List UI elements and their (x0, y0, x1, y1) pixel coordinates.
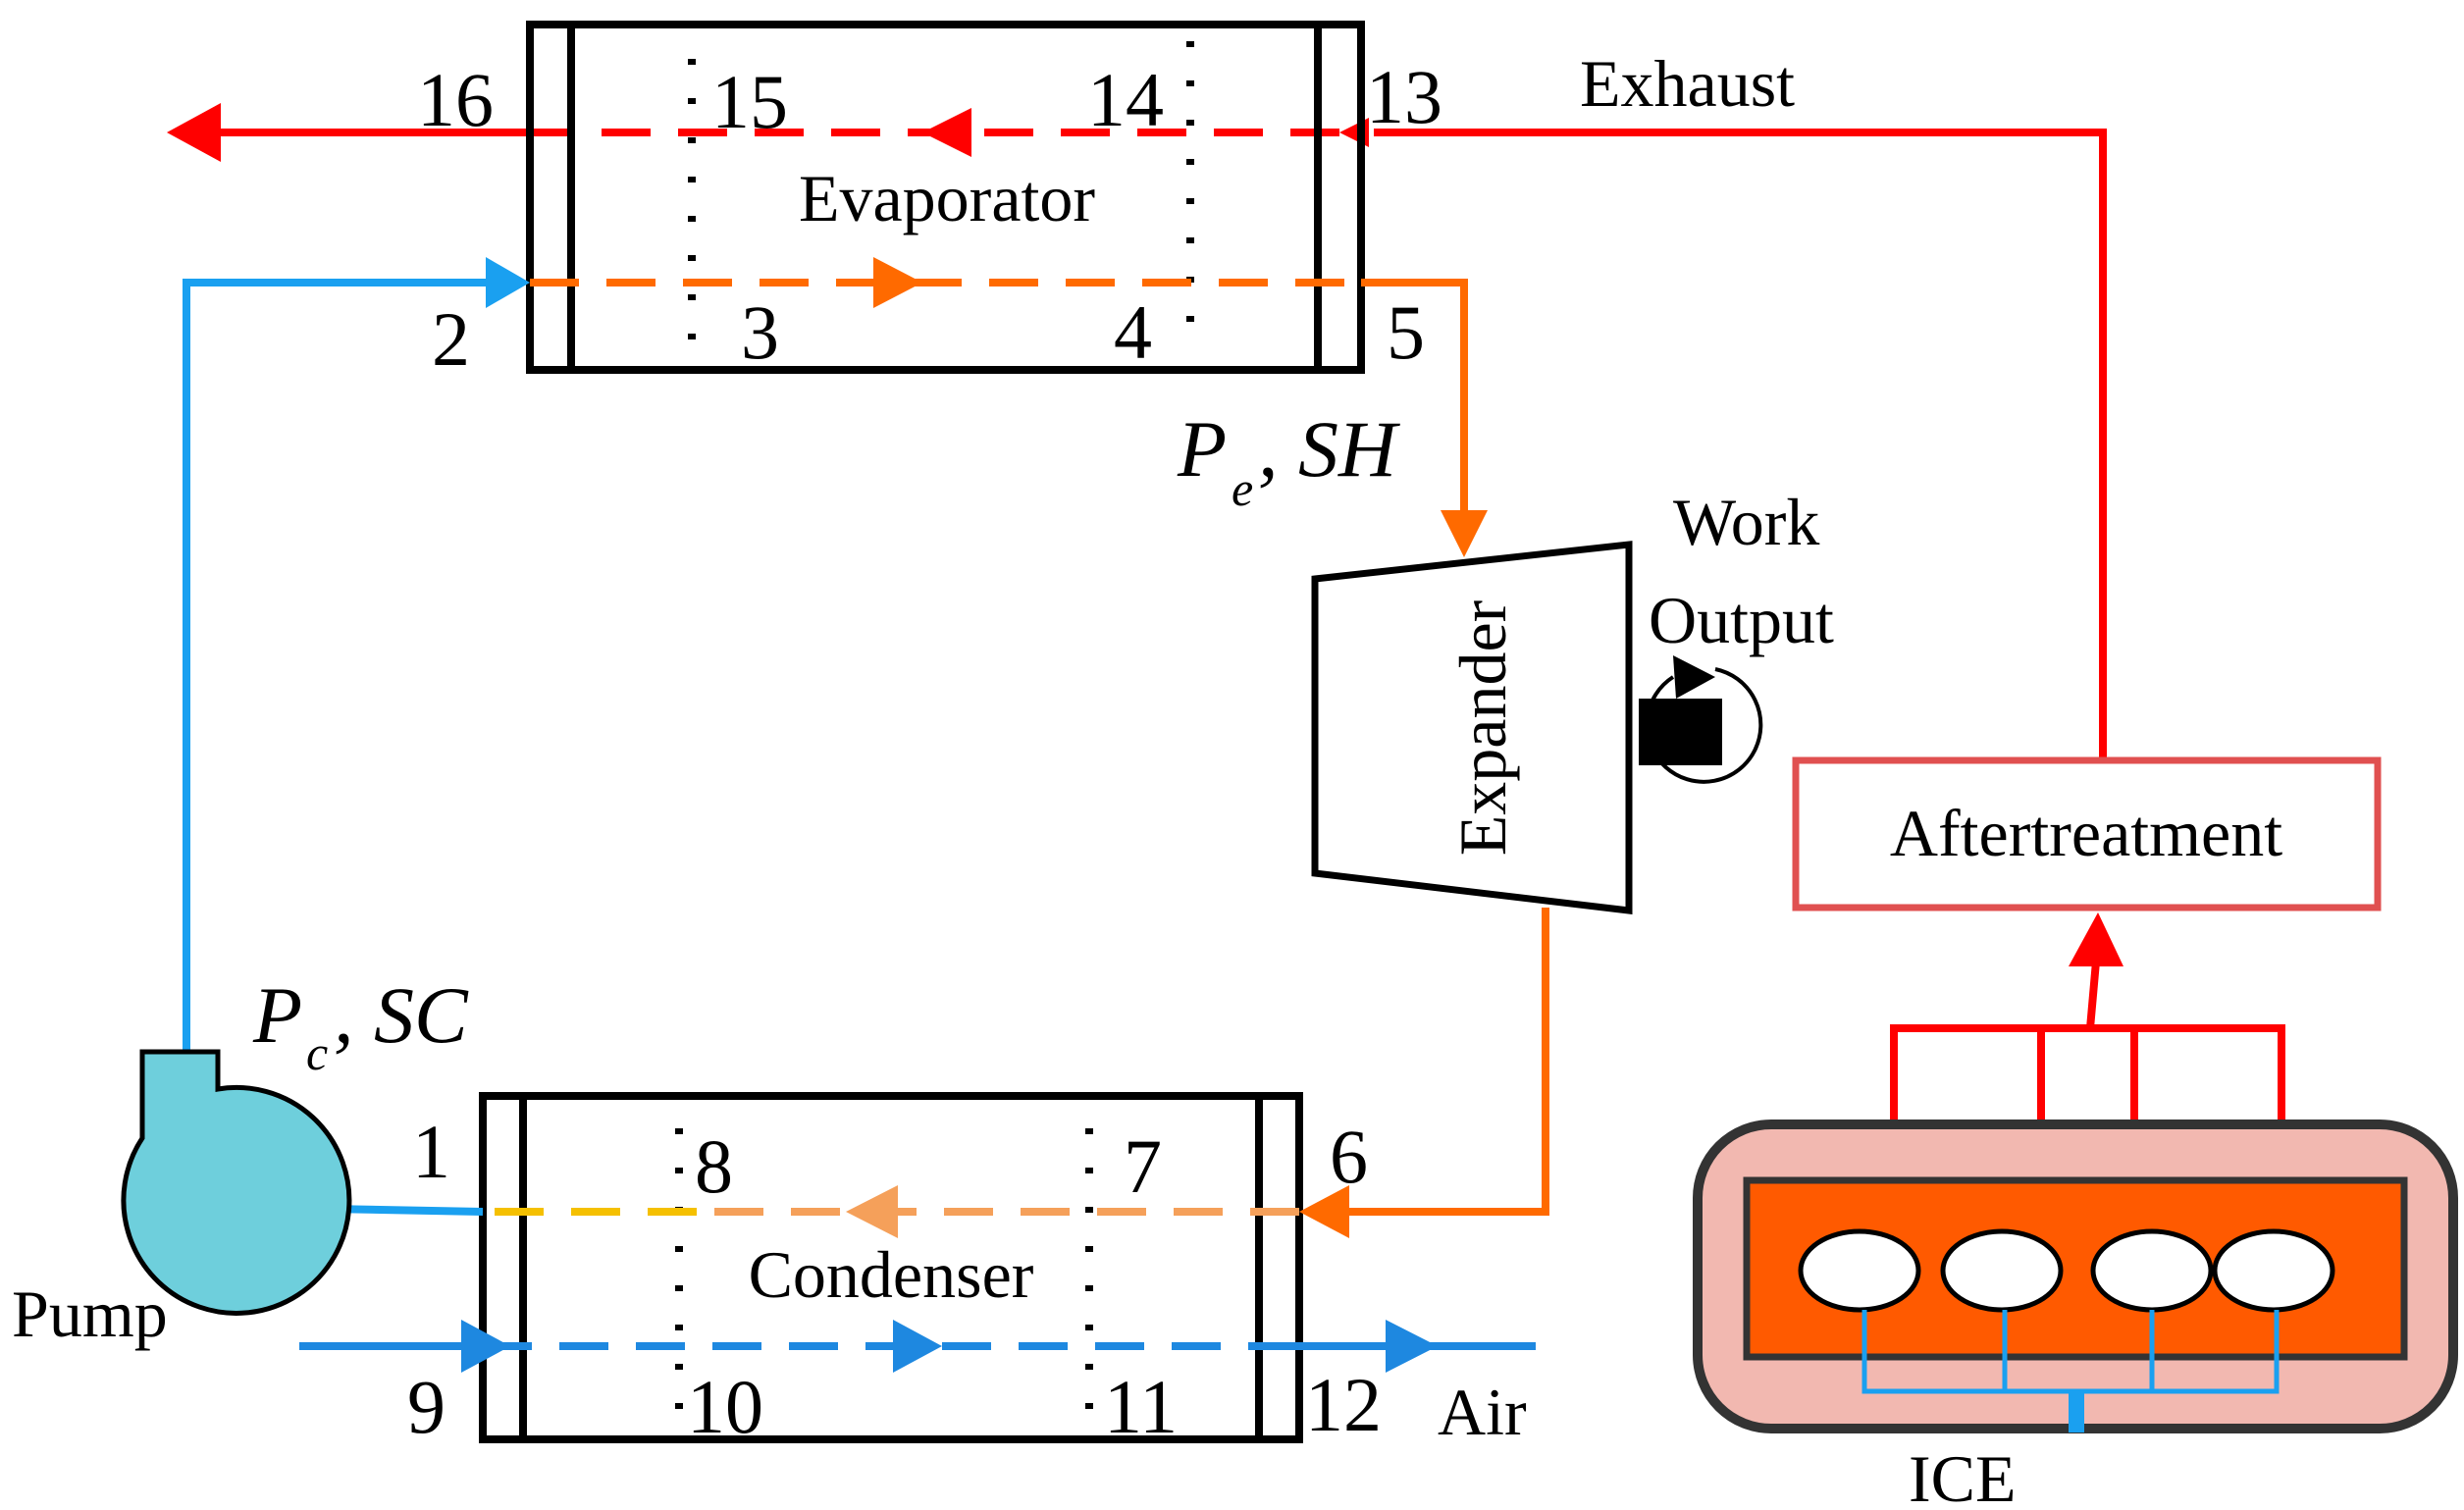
expander-shaft (1639, 699, 1722, 765)
condenser: Condenser (479, 1092, 1303, 1443)
pump-label: Pump (12, 1276, 168, 1351)
expander: Expander (1311, 541, 1763, 914)
ice-engine (1693, 1119, 2458, 1433)
air-flow-arrow (893, 1320, 942, 1373)
aftertreatment-label: Aftertreatment (1890, 796, 2282, 870)
state-5: 5 (1387, 289, 1425, 375)
condenser-label: Condenser (749, 1237, 1034, 1312)
expander-label: Expander (1445, 599, 1520, 856)
aftertreatment: Aftertreatment (1792, 756, 2382, 911)
state-12: 12 (1305, 1362, 1382, 1447)
pump (121, 1049, 352, 1316)
exhaust-circuit (167, 103, 2285, 1128)
cylinder-1 (1798, 1228, 1921, 1313)
exhaust-label: Exhaust (1580, 46, 1795, 121)
air-label: Air (1438, 1375, 1527, 1449)
output-label: Output (1649, 583, 1834, 657)
condenser-subcooling-label: , SC (334, 970, 469, 1060)
work-label: Work (1673, 485, 1819, 559)
evaporator-flow-arrow (873, 257, 922, 308)
state-13: 13 (1366, 54, 1442, 139)
state-1: 1 (412, 1109, 450, 1194)
state-11: 11 (1104, 1364, 1178, 1449)
state-16: 16 (417, 57, 494, 142)
air-outlet-arrow (1386, 1320, 1438, 1373)
air-flow (299, 1320, 1536, 1373)
state-10: 10 (687, 1364, 763, 1449)
state-labels: 16 15 14 13 2 3 4 5 1 8 7 6 9 10 11 12 (407, 54, 1442, 1449)
exhaust-manifold-arrow (2069, 912, 2123, 966)
working-fluid-loop (183, 257, 1549, 1238)
condenser-pressure-symbol: P (252, 970, 302, 1060)
state-6: 6 (1330, 1114, 1368, 1199)
state-7: 7 (1124, 1123, 1162, 1209)
cylinder-3 (2090, 1228, 2214, 1313)
evaporator-superheat-label: , SH (1258, 404, 1400, 494)
evaporator: Evaporator (526, 21, 1365, 374)
rotation-indicator (1645, 667, 1763, 784)
state-9: 9 (407, 1364, 446, 1449)
cylinder-2 (1940, 1228, 2064, 1313)
state-8: 8 (695, 1123, 733, 1209)
evaporator-inlet-arrow (486, 257, 530, 308)
state-14: 14 (1087, 57, 1164, 142)
condenser-pressure-subscript: c (306, 1025, 328, 1080)
state-15: 15 (711, 59, 788, 144)
intake-stub (2069, 1391, 2084, 1432)
evaporator-pressure-subscript: e (1232, 461, 1253, 516)
evaporator-label: Evaporator (799, 161, 1095, 235)
condenser-inlet-arrow (1299, 1185, 1349, 1238)
rotation-arrow-icon (1673, 655, 1715, 699)
exhaust-flow-arrow (922, 108, 971, 157)
state-2: 2 (432, 296, 470, 382)
state-3: 3 (741, 289, 779, 375)
state-4: 4 (1114, 289, 1152, 375)
expander-inlet-arrow (1441, 510, 1488, 557)
exhaust-exit-arrow (167, 103, 221, 162)
condenser-flow-arrow (846, 1185, 898, 1238)
ice-label: ICE (1909, 1441, 2017, 1510)
cylinder-4 (2212, 1228, 2335, 1313)
annotations: Exhaust Air Pump ICE Work Output P e , S… (12, 46, 2017, 1510)
evaporator-pressure-symbol: P (1177, 404, 1227, 494)
